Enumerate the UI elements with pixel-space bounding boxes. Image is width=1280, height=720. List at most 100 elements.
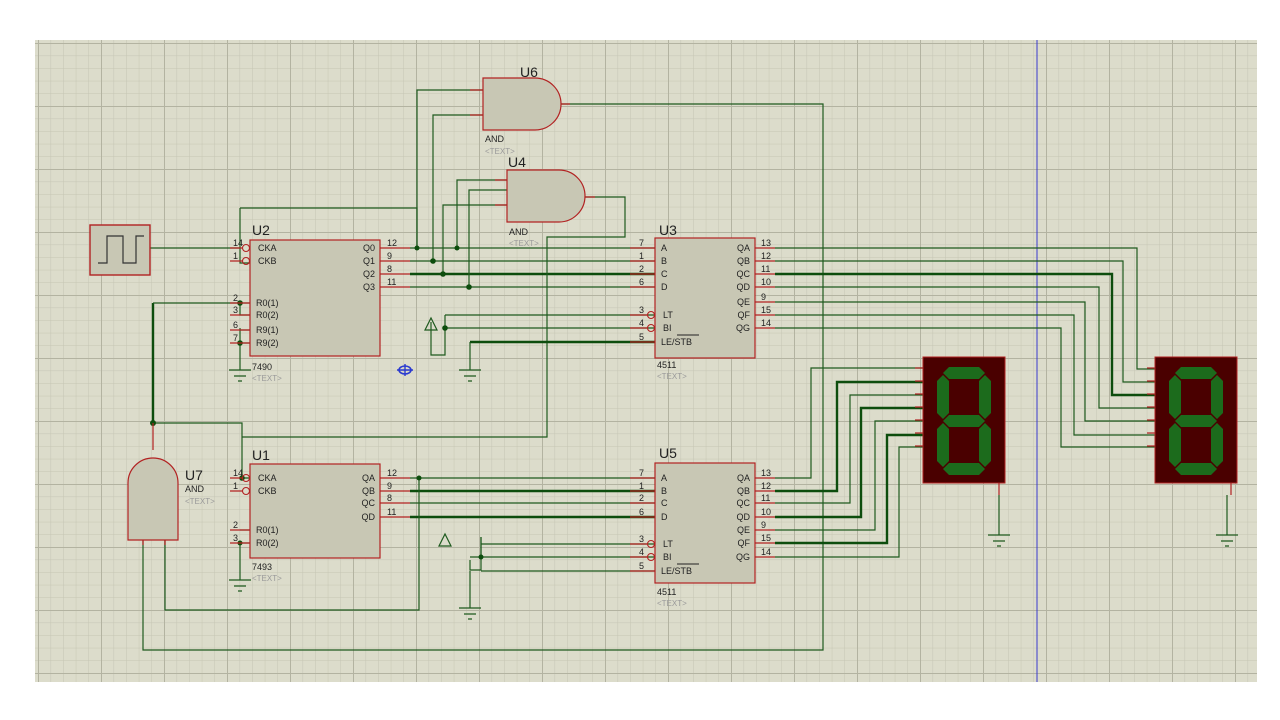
pin-number: 13: [761, 468, 771, 478]
segment-g: [943, 415, 985, 427]
pin-number: 8: [387, 264, 392, 274]
segment-g: [1175, 415, 1217, 427]
pin-number: 4: [639, 318, 644, 328]
u4-part: AND: [509, 227, 529, 237]
pin-label: QF: [738, 310, 751, 320]
u4-ref: U4: [508, 154, 526, 170]
pin-label: LT: [663, 310, 673, 320]
logic-high-terminal-icon[interactable]: [438, 532, 452, 547]
gate-u6[interactable]: U6 AND <TEXT>: [470, 64, 570, 156]
segment-a: [1175, 367, 1217, 379]
square-wave-icon: [98, 235, 144, 264]
segment-b: [1211, 375, 1223, 419]
pin-number: 12: [761, 251, 771, 261]
clock-generator[interactable]: [89, 224, 151, 276]
segment-b: [979, 375, 991, 419]
pin-number: 11: [387, 277, 396, 287]
pin-label: QE: [737, 525, 750, 535]
segment-d: [943, 463, 985, 475]
pin-number: 4: [639, 547, 644, 557]
pin-label: QF: [738, 538, 751, 548]
pin-number: 2: [639, 493, 644, 503]
gate-u4[interactable]: U4 AND <TEXT>: [495, 154, 595, 248]
pin-number: 7: [233, 333, 238, 343]
pin-label: QD: [737, 282, 751, 292]
pin-number: 11: [761, 493, 770, 503]
pin-number: 12: [387, 468, 397, 478]
pin-label: Q2: [363, 269, 375, 279]
pin-label: R9(2): [256, 338, 279, 348]
ground-icon: [229, 579, 251, 592]
pin-label: QC: [362, 498, 376, 508]
logic-high-terminal-icon[interactable]: [424, 316, 438, 331]
pin-label: QE: [737, 297, 750, 307]
segment-e: [937, 423, 949, 467]
pin-label: Q3: [363, 282, 375, 292]
pin-number: 5: [639, 561, 644, 571]
pin-number: 3: [639, 534, 644, 544]
pin-number: 2: [233, 293, 238, 303]
pin-number: 14: [233, 238, 243, 248]
ground-icon: [229, 369, 251, 382]
pin-number: 1: [639, 481, 644, 491]
u1-part: 7493: [252, 562, 272, 572]
pin-label: LT: [663, 539, 673, 549]
pin-label: B: [661, 486, 667, 496]
pin-number: 11: [761, 264, 770, 274]
pin-number: 3: [233, 533, 238, 543]
pin-number: 6: [639, 507, 644, 517]
pin-number: 13: [761, 238, 771, 248]
u6-ref: U6: [520, 64, 538, 80]
gate-u7[interactable]: U7 AND <TEXT>: [127, 423, 215, 545]
pin-number: 5: [639, 332, 644, 342]
segment-c: [979, 423, 991, 467]
pin-label: QB: [737, 256, 750, 266]
pin-label: C: [661, 498, 668, 508]
segment-f: [1169, 375, 1181, 419]
pin-label: D: [661, 282, 668, 292]
pin-number: 9: [387, 481, 392, 491]
pin-label: R0(2): [256, 310, 279, 320]
pin-label: C: [661, 269, 668, 279]
segment-d: [1175, 463, 1217, 475]
u5-ref: U5: [659, 445, 677, 461]
pin-label: QD: [737, 512, 751, 522]
pin-label: CKB: [258, 256, 277, 266]
pin-label: Q1: [363, 256, 375, 266]
pin-number: 6: [233, 320, 238, 330]
pin-number: 7: [639, 238, 644, 248]
pin-label: B: [661, 256, 667, 266]
pin-label: A: [661, 243, 667, 253]
pin-label: QC: [737, 498, 751, 508]
pin-number: 1: [233, 251, 238, 261]
pin-label: CKA: [258, 243, 277, 253]
pin-number: 14: [761, 547, 771, 557]
pin-label: A: [661, 473, 667, 483]
seven-segment-display-left[interactable]: [915, 356, 1006, 495]
pin-label: R0(1): [256, 298, 279, 308]
pin-label: D: [661, 512, 668, 522]
pin-label: QB: [362, 486, 375, 496]
segment-e: [1169, 423, 1181, 467]
pin-label: QG: [736, 552, 750, 562]
u6-text: <TEXT>: [485, 147, 515, 156]
u5-part: 4511: [657, 587, 676, 597]
ground-icon: [988, 534, 1010, 547]
pin-number: 3: [233, 305, 238, 315]
pin-number: 2: [233, 520, 238, 530]
pin-label: QC: [737, 269, 751, 279]
cursor-crosshair-icon: [397, 364, 413, 376]
grid: [35, 40, 1257, 682]
seven-segment-display-right[interactable]: [1147, 356, 1238, 495]
pin-label: QA: [737, 473, 750, 483]
pin-number: 12: [761, 481, 771, 491]
u3-ref: U3: [659, 222, 677, 238]
u6-part: AND: [485, 134, 505, 144]
u1-ref: U1: [252, 447, 270, 463]
wires: [142, 89, 1228, 651]
